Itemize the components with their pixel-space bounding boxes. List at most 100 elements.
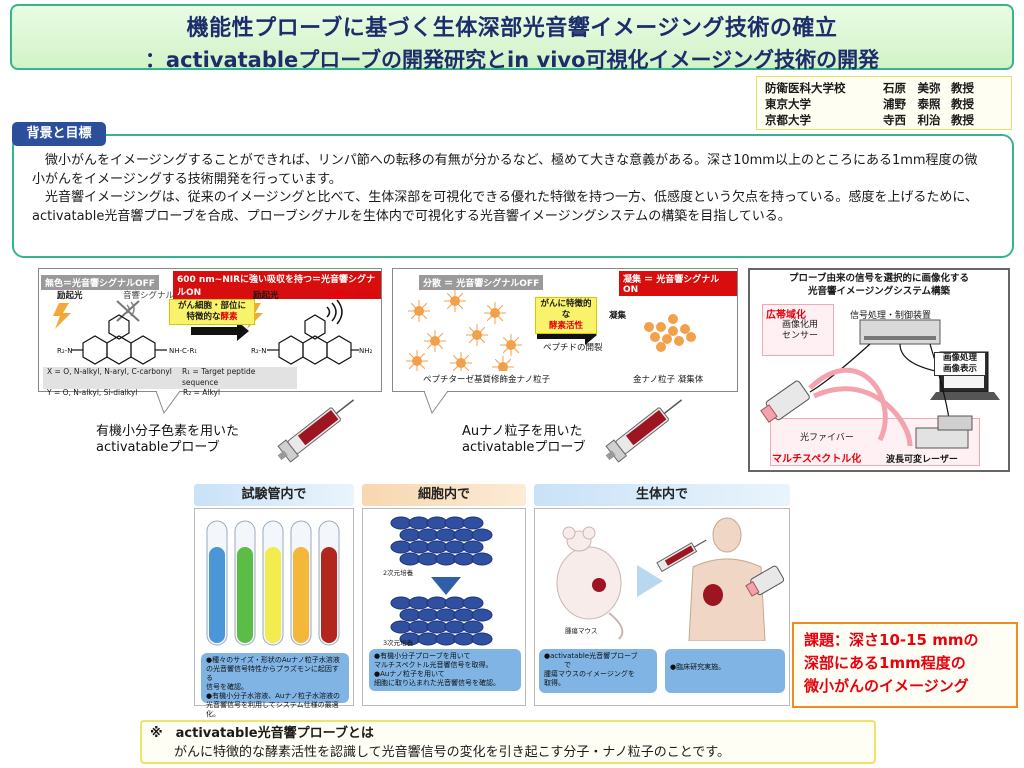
cell-icon — [444, 540, 466, 554]
broadband-label: 広帯域化 — [766, 310, 806, 321]
au-nanoparticle-panel: 分散 ＝ 光音響シグナルOFF 凝集 ＝ 光音響シグナルON がんに特徴的な 酵… — [392, 268, 738, 392]
cell-icon — [408, 596, 430, 610]
cell-icon — [390, 620, 412, 634]
body-note-2: ●臨床研究実施。 — [665, 649, 785, 693]
nanoparticle-icon — [500, 334, 522, 356]
issue-line-1: 課題：深さ10-15 mmの — [804, 631, 979, 649]
background-tag: 背景と目標 — [12, 122, 106, 146]
reaction-arrow — [191, 321, 249, 341]
cell-icon — [471, 528, 493, 542]
note-line: マルチスペクトル光音響信号を取得。 — [374, 661, 493, 669]
peptide-cleavage-text: ペプチドの開裂 — [543, 343, 603, 353]
cell-icon — [417, 632, 439, 646]
small-molecule-caption: 有機小分子色素を用いた activatableプローブ — [96, 424, 239, 456]
cell-icon — [399, 608, 421, 622]
cell-icon — [453, 528, 475, 542]
nanoparticle-icon — [492, 356, 514, 371]
stage-header-cell: 細胞内で — [362, 484, 526, 506]
note-line: の光音響信号特性からプラズモンに起因する — [206, 665, 339, 682]
enzyme-line-2a: 特徴的な — [186, 312, 221, 322]
author-affiliation: 京都大学 — [765, 113, 811, 127]
multispectral-label: マルチスペクトル化 — [772, 454, 862, 465]
lightning-icon — [53, 303, 71, 329]
right-arrow-icon — [637, 565, 663, 597]
au-caption: Auナノ粒子を用いた activatableプローブ — [462, 424, 586, 456]
caption-line-1: 有機小分子色素を用いた — [96, 424, 240, 439]
sensor-line-2: センサー — [782, 331, 819, 341]
cell-icon — [444, 620, 466, 634]
system-diagram — [760, 319, 1000, 449]
system-title-line-1: プローブ由来の信号を選択的に画像化する — [789, 273, 969, 284]
test-tube — [290, 520, 312, 646]
cell-icon — [453, 552, 475, 566]
nanoparticle-icon — [450, 352, 472, 371]
display-line-2: 画像表示 — [942, 364, 977, 374]
note-line: ●臨床研究実施。 — [670, 663, 726, 671]
aggregation-text: 凝集 — [609, 311, 627, 321]
display-label: 画像処理 画像表示 — [934, 352, 986, 376]
author-name: 浦野 泰照 — [883, 97, 941, 111]
nanoparticle-icon — [466, 324, 488, 346]
nanoparticle-icon — [444, 290, 466, 312]
signal-off-text: 音響シグナル — [123, 291, 175, 301]
test-tube — [318, 520, 340, 646]
svg-text:NH-C-R₁: NH-C-R₁ — [169, 347, 197, 355]
author-name: 寺西 利治 — [883, 113, 941, 127]
signal-blocked-icon — [116, 300, 140, 322]
cell-icon — [435, 608, 457, 622]
author-list: 防衛医科大学校 石原 美弥 教授 東京大学 浦野 泰照 教授 京都大学 寺西 利… — [756, 76, 1012, 130]
cell-icon — [435, 528, 457, 542]
enzyme-callout: がん細胞・部位に 特徴的な酵素 — [169, 299, 255, 325]
human-figure-icon — [688, 517, 766, 641]
peptidase-caption: ペプチターゼ基質修飾金ナノ粒子 — [423, 375, 551, 385]
syringe-icon — [277, 399, 355, 463]
broadband-box — [762, 304, 834, 356]
dispersion-label: 分散 ＝ 光音響シグナルOFF — [419, 275, 544, 290]
enzyme-line-1: がんに特徴的な — [540, 299, 592, 320]
note-line: 腫瘍マウスのイメージングを — [544, 670, 635, 678]
test-tube — [206, 520, 228, 646]
note-line: 光音響信号を利用してシステム仕様の最適化。 — [206, 701, 339, 718]
svg-text:R₂-N: R₂-N — [57, 347, 72, 355]
note-line: 信号を確認。 — [206, 683, 248, 691]
optical-fiber — [808, 367, 888, 442]
signal-off-label: 無色＝光音響シグナルOFF — [41, 275, 159, 290]
author-name: 石原 美弥 — [883, 81, 941, 95]
svg-text:R₂-N: R₂-N — [251, 347, 266, 355]
cell-icon — [408, 620, 430, 634]
stage-header-tube: 試験管内で — [194, 484, 354, 506]
note-line: ●種々のサイズ・形状のAuナノ粒子水溶液 — [206, 656, 340, 664]
system-title: プローブ由来の信号を選択的に画像化する 光音響イメージングシステム構築 — [750, 272, 1008, 298]
nanoparticle-icon — [408, 300, 430, 322]
aggregation-label: 凝集 ＝ 光音響シグナルON — [619, 271, 737, 296]
stage-header-body: 生体内で — [534, 484, 790, 506]
caption-line-1: Auナノ粒子を用いた — [462, 424, 583, 439]
cell-icon — [417, 552, 439, 566]
fiber-label: 光ファイバー — [800, 433, 854, 443]
issue-box: 課題：深さ10-15 mmの 深部にある1mm程度の 微小がんのイメージング — [792, 622, 1018, 708]
syringe-icon — [656, 539, 707, 573]
nanoparticle-icon — [424, 330, 446, 352]
note-line: ●Auナノ粒子を用いて — [374, 670, 445, 678]
excitation-label-2: 励起光 — [253, 291, 279, 301]
nanoparticle-icon — [484, 302, 506, 324]
cell-icon — [390, 540, 412, 554]
title-banner: 機能性プローブに基づく生体深部光音響イメージング技術の確立 ：activatab… — [10, 4, 1014, 72]
small-molecule-panel: 無色＝光音響シグナルOFF 600 nm~NIRに強い吸収を持つ＝光音響シグナル… — [38, 268, 382, 397]
author-role: 教授 — [951, 81, 974, 95]
enzyme-line-2b: 酵素 — [220, 312, 238, 322]
cell-icon — [426, 516, 448, 530]
cell-icon — [426, 540, 448, 554]
author-role: 教授 — [951, 97, 974, 111]
author-role: 教授 — [951, 113, 974, 127]
test-tube — [262, 520, 284, 646]
footnote-box: ※ activatable光音響プローブとは がんに特徴的な酵素活性を認識して光… — [140, 720, 876, 764]
nanoparticle-icon — [406, 350, 428, 371]
title-line-1: 機能性プローブに基づく生体深部光音響イメージング技術の確立 — [186, 16, 838, 41]
author-affiliation: 防衛医科大学校 — [765, 81, 846, 95]
cell-icon — [471, 552, 493, 566]
cell-icon — [426, 596, 448, 610]
aggregate-cluster — [644, 314, 696, 352]
cell-icon — [426, 620, 448, 634]
